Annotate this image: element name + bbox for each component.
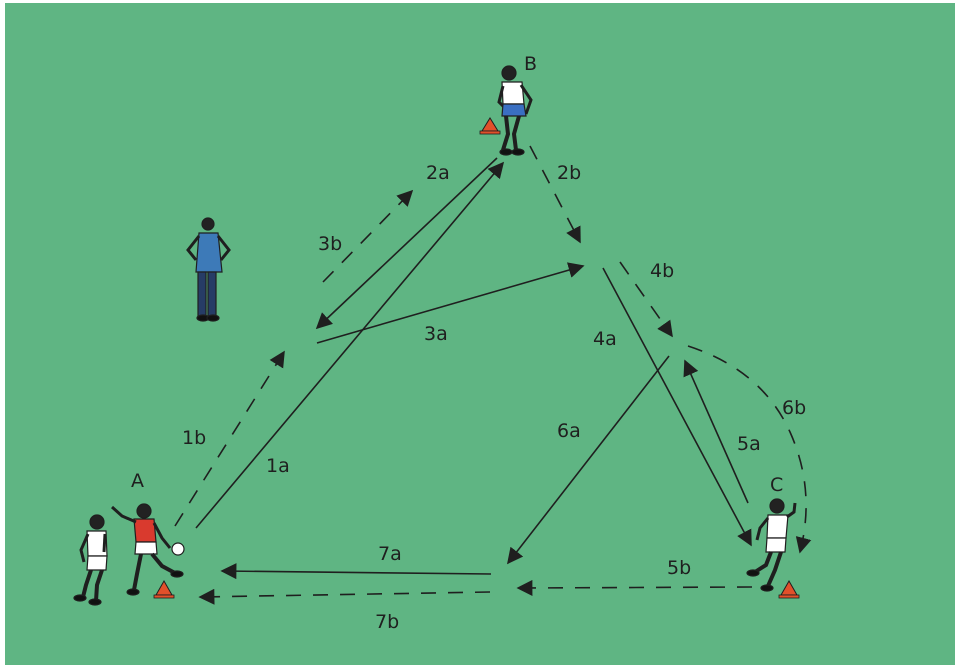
move-label-6a: 6a <box>557 420 581 442</box>
pitch-field <box>5 3 955 665</box>
move-label-5b: 5b <box>667 557 691 579</box>
move-label-7a: 7a <box>378 543 402 565</box>
move-label-5a: 5a <box>737 433 761 455</box>
move-label-2b: 2b <box>557 162 581 184</box>
player-c-label: C <box>770 474 783 496</box>
move-label-3a: 3a <box>424 323 448 345</box>
player-a-label: A <box>131 470 144 492</box>
ball <box>172 543 184 555</box>
player-b-label: B <box>524 53 537 75</box>
run-5b <box>518 587 752 588</box>
move-label-2a: 2a <box>426 162 450 184</box>
move-label-3b: 3b <box>318 233 342 255</box>
move-label-4b: 4b <box>650 260 674 282</box>
move-label-7b: 7b <box>375 611 399 633</box>
move-label-6b: 6b <box>782 397 806 419</box>
move-label-1a: 1a <box>266 455 290 477</box>
move-label-1b: 1b <box>182 427 206 449</box>
move-label-4a: 4a <box>593 328 617 350</box>
